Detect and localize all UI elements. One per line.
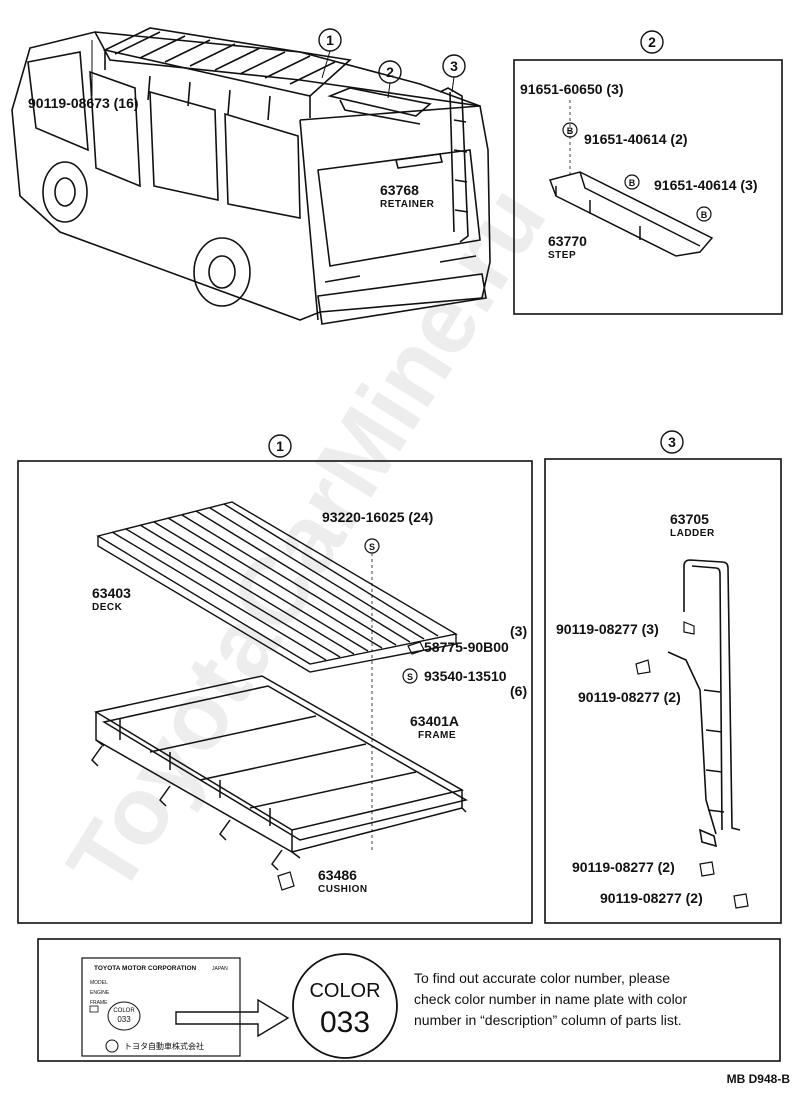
svg-text:S: S [369,542,375,552]
color-badge: COLOR 033 [292,953,398,1059]
fastener-b-label: 91651-40614 (2) [584,131,688,147]
svg-text:TOYOTA MOTOR CORPORATION: TOYOTA MOTOR CORPORATION [94,965,197,972]
clip-label: 58775-90B00 [424,639,509,655]
note-line: To find out accurate color number, pleas… [414,970,671,986]
bolt-label: 90119-08673 (16) [28,95,139,111]
callout-3: 3 [442,54,466,93]
fastener-a-label: 91651-60650 (3) [520,81,624,97]
svg-text:JAPAN: JAPAN [212,966,228,972]
bolt2-label: 90119-08277 (2) [578,689,681,705]
color-info-box: TOYOTA MOTOR CORPORATION JAPAN MODEL ENG… [37,938,781,1062]
ladder-name: LADDER [670,528,715,539]
deck-drawing [96,501,458,673]
name-plate: TOYOTA MOTOR CORPORATION JAPAN MODEL ENG… [81,957,241,1057]
deck-number: 63403 [92,585,131,601]
svg-text:FRAME: FRAME [90,1000,108,1006]
svg-text:B: B [629,178,636,188]
note-line: check color number in name plate with co… [414,991,688,1007]
note-line: number in “description” column of parts … [414,1012,682,1028]
callout-2: 2 [378,60,402,99]
svg-text:3: 3 [450,58,458,74]
frame-number: 63401A [410,713,459,729]
frame-name: FRAME [418,730,456,741]
screw-label: 93220-16025 (24) [322,509,433,525]
color-note: To find out accurate color number, pleas… [414,968,774,1031]
frame-drawing [91,675,469,871]
deck-name: DECK [92,602,123,613]
clip-qty: (3) [510,623,527,639]
cushion-name: CUSHION [318,884,368,895]
callout-1: 1 [318,28,342,79]
bolt1-label: 90119-08277 (3) [556,621,659,637]
ladder-number: 63705 [670,511,709,527]
svg-text:2: 2 [386,64,394,80]
svg-text:トヨタ自動車株式会社: トヨタ自動車株式会社 [124,1041,204,1051]
van-illustration [11,27,491,325]
svg-text:COLOR: COLOR [113,1008,135,1014]
rack-panel: 1 93220-16025 (24) S 63403 DECK (3) 5877… [17,434,533,924]
bolt3-label: 90119-08277 (2) [572,859,675,875]
svg-text:1: 1 [276,438,284,454]
svg-text:MODEL: MODEL [90,980,108,986]
ladder-panel: 3 63705 LADDER 90119-08277 (3) 90119-082… [544,430,782,924]
nut-label: 93540-13510 [424,668,507,684]
step-panel: 2 91651-60650 (3) B 91651-40614 (2) B 91… [513,30,783,315]
bolt4-label: 90119-08277 (2) [600,890,703,906]
svg-text:033: 033 [117,1015,131,1024]
svg-text:S: S [407,672,413,682]
svg-text:COLOR: COLOR [309,980,380,1002]
arrow-icon [175,998,290,1038]
step-number: 63770 [548,233,587,249]
retainer-number: 63768 [380,182,419,198]
step-drawing [549,171,714,257]
fastener-c-label: 91651-40614 (3) [654,177,758,193]
cushion-drawing [277,871,295,891]
svg-text:ENGINE: ENGINE [90,990,110,996]
cushion-number: 63486 [318,867,357,883]
svg-text:2: 2 [648,34,656,50]
svg-text:1: 1 [326,32,334,48]
ladder-drawing [667,559,741,848]
svg-text:B: B [701,210,708,220]
svg-text:033: 033 [320,1006,370,1039]
diagram-code: MB D948-B [726,1072,790,1086]
retainer-name: RETAINER [380,199,435,210]
svg-text:3: 3 [668,434,676,450]
nut-qty: (6) [510,683,527,699]
step-name: STEP [548,250,576,261]
